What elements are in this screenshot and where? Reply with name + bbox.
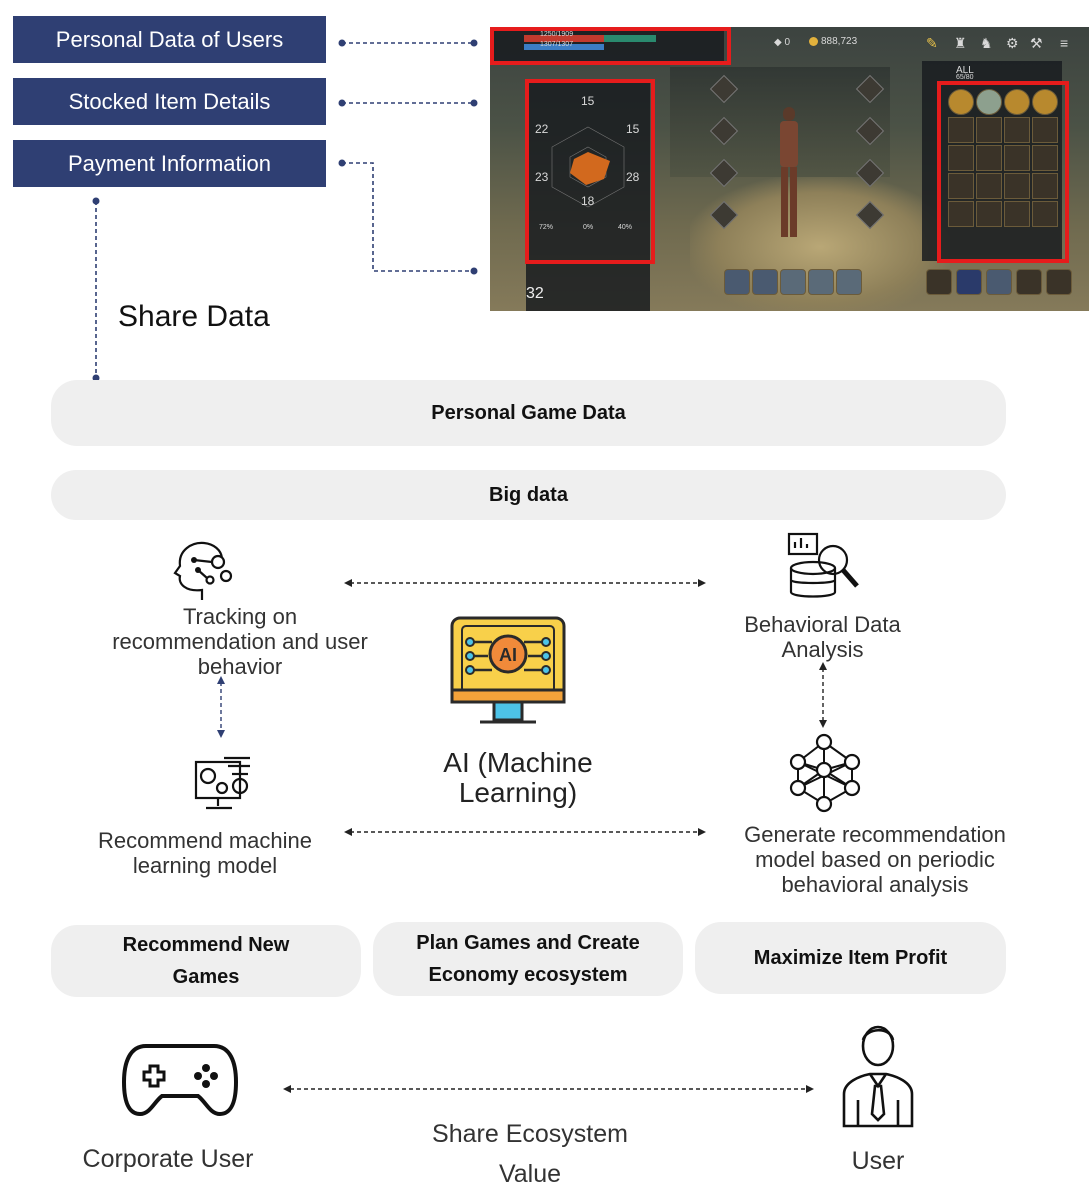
skill-hotbar-right: [926, 269, 1076, 297]
right-gear-slots: [855, 74, 885, 259]
left-gear-slots: [709, 74, 739, 259]
highlight-payment: [937, 81, 1069, 263]
helmet-icon: ♞: [980, 35, 993, 51]
stat-pct-3: 40%: [618, 224, 633, 231]
user-label: User: [851, 1147, 905, 1175]
gear-icon: ⚙: [1006, 35, 1019, 51]
stat-dex: 28: [626, 170, 640, 184]
gold-coin-icon: [809, 37, 818, 46]
recommend-model-label: Recommend machine learning model: [98, 828, 312, 878]
share-ecosystem-label: Share Ecosystem Value: [432, 1120, 628, 1188]
ai-title: AI (Machine Learning): [443, 747, 593, 808]
stat-stm: 15: [626, 122, 640, 136]
ai-monitor-icon: AI: [450, 616, 566, 724]
inventory-grid: [948, 89, 1058, 229]
big-data-layer: Big data: [51, 470, 1006, 520]
highlight-personal-data: [490, 27, 731, 65]
businessman-icon: [842, 1025, 914, 1128]
hp-text: 1250/1909: [540, 31, 574, 38]
database-magnifier-icon: [787, 532, 859, 598]
generate-model-label: Generate recommendation model based on p…: [744, 822, 1006, 897]
source-payment: Payment Information: [13, 140, 326, 187]
player-level: 32: [526, 285, 544, 302]
hammer-icon: ⚒: [1030, 35, 1043, 51]
gem-counter: ◆ 0: [774, 37, 791, 48]
skill-hotbar-left: [724, 269, 864, 297]
outcome-plan-games: Plan Games and Create Economy ecosystem: [373, 922, 683, 996]
source-stocked-items: Stocked Item Details: [13, 78, 326, 125]
personal-game-data-layer: Personal Game Data: [51, 380, 1006, 446]
stat-radar: [551, 126, 625, 208]
bag-icon: ♜: [954, 35, 967, 51]
tracking-label: Tracking on recommendation and user beha…: [112, 604, 368, 679]
gamepad-icon: [121, 1044, 239, 1117]
top-menu-icons: ✎ ♜ ♞ ⚙ ⚒ ≡: [920, 31, 1085, 57]
outcome-maximize-profit: Maximize Item Profit: [695, 922, 1006, 994]
mp-text: 1307/1307: [540, 41, 574, 48]
outcome-recommend-games: Recommend New Games: [51, 925, 361, 997]
share-data-label: Share Data: [118, 300, 270, 333]
stat-agi: 18: [581, 194, 595, 208]
menu-icon: ≡: [1060, 35, 1069, 51]
source-personal-data: Personal Data of Users: [13, 16, 326, 63]
monitor-gears-icon: [194, 756, 250, 810]
head-gears-icon: [173, 541, 233, 600]
stat-str: 15: [581, 94, 595, 108]
stat-win: 22: [535, 122, 549, 136]
game-screenshot: 1250/1909 1307/1307 ◆ 0 888,723 ✎ ♜ ♞ ⚙ …: [490, 27, 1089, 311]
inventory-count: 65/80: [956, 74, 974, 81]
character-figure: [778, 107, 800, 247]
highlight-stocked-items: [525, 79, 655, 264]
corporate-user-label: Corporate User: [82, 1145, 254, 1173]
stat-pct-1: 72%: [539, 224, 554, 231]
gold-counter: 888,723: [821, 36, 858, 47]
feather-icon: ✎: [926, 35, 938, 51]
neural-network-icon: [789, 733, 861, 813]
behavioral-analysis-label: Behavioral Data Analysis: [744, 612, 901, 662]
inventory-tab: ALL: [956, 65, 974, 76]
stat-pct-2: 0%: [583, 224, 594, 231]
stat-int: 23: [535, 170, 549, 184]
ai-badge-text: AI: [499, 645, 517, 665]
